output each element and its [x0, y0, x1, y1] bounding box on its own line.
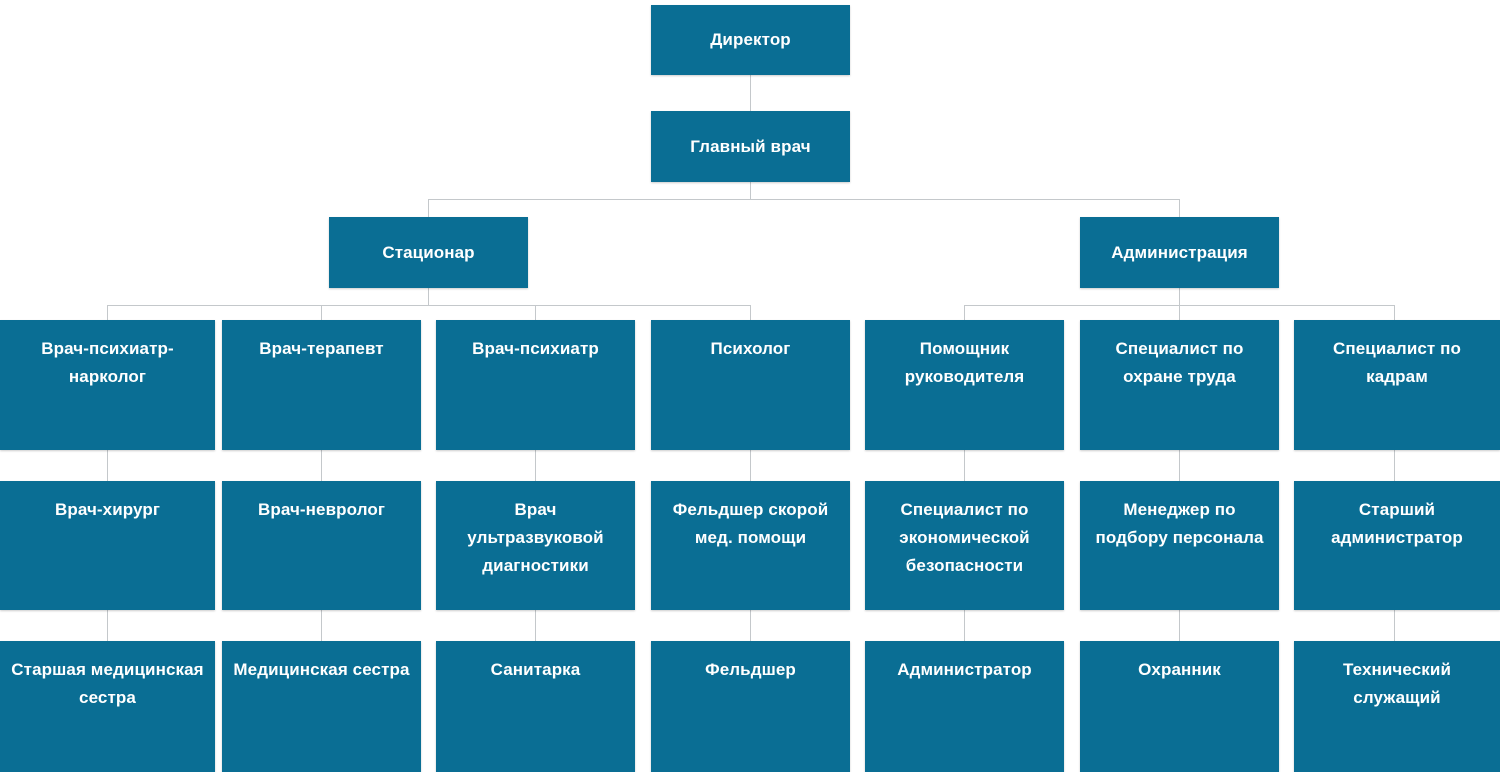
node-orderly-label: Санитарка	[490, 660, 581, 679]
connector-senior-administrator-to-technical-staff	[1394, 610, 1395, 641]
node-labor-safety-specialist[interactable]: Специалист по охране труда	[1080, 320, 1279, 450]
connector-psychologist-to-emergency-paramedic	[750, 450, 751, 481]
connector-hospital-bus	[107, 305, 751, 306]
node-administration[interactable]: Администрация	[1080, 217, 1279, 288]
connector-hospital-to-psychiatrist-narcologist	[107, 305, 108, 320]
node-paramedic-label: Фельдшер	[705, 660, 796, 679]
connector-psychiatrist-to-ultrasound	[535, 450, 536, 481]
node-recruitment-manager[interactable]: Менеджер по подбору персонала	[1080, 481, 1279, 610]
node-surgeon[interactable]: Врач-хирург	[0, 481, 215, 610]
node-psychiatrist[interactable]: Врач-психиатр	[436, 320, 635, 450]
node-therapist[interactable]: Врач-терапевт	[222, 320, 421, 450]
connector-bus-to-hospital	[428, 199, 429, 217]
connector-hr-specialist-to-senior-administrator	[1394, 450, 1395, 481]
node-hr-specialist-label: Специалист по кадрам	[1332, 339, 1462, 386]
node-assistant-manager-label: Помощник руководителя	[904, 339, 1025, 386]
node-technical-staff-label: Технический служащий	[1342, 660, 1451, 707]
node-senior-administrator[interactable]: Старший администратор	[1294, 481, 1500, 610]
node-economic-security-specialist-label: Специалист по экономической безопасности	[899, 500, 1030, 575]
node-director-label: Директор	[710, 30, 791, 49]
node-head-nurse[interactable]: Старшая медицинская сестра	[0, 641, 215, 772]
connector-hospital-to-psychiatrist	[535, 305, 536, 320]
node-emergency-paramedic-label: Фельдшер скорой мед. помощи	[672, 500, 829, 547]
node-psychologist-label: Психолог	[710, 339, 791, 358]
node-orderly[interactable]: Санитарка	[436, 641, 635, 772]
connector-administration-stem	[1179, 288, 1180, 306]
connector-ultrasound-to-orderly	[535, 610, 536, 641]
connector-labor-safety-to-recruitment-manager	[1179, 450, 1180, 481]
node-emergency-paramedic[interactable]: Фельдшер скорой мед. помощи	[651, 481, 850, 610]
node-hr-specialist[interactable]: Специалист по кадрам	[1294, 320, 1500, 450]
connector-hospital-to-therapist	[321, 305, 322, 320]
node-assistant-manager[interactable]: Помощник руководителя	[865, 320, 1064, 450]
node-administrator[interactable]: Администратор	[865, 641, 1064, 772]
node-therapist-label: Врач-терапевт	[259, 339, 384, 358]
node-senior-administrator-label: Старший администратор	[1331, 500, 1463, 547]
connector-chief-doctor-stem	[750, 182, 751, 200]
node-recruitment-manager-label: Менеджер по подбору персонала	[1095, 500, 1264, 547]
node-nurse-label: Медицинская сестра	[233, 660, 410, 679]
node-head-nurse-label: Старшая медицинская сестра	[11, 660, 204, 707]
node-administrator-label: Администратор	[897, 660, 1032, 679]
connector-psychiatrist-narcologist-to-surgeon	[107, 450, 108, 481]
node-economic-security-specialist[interactable]: Специалист по экономической безопасности	[865, 481, 1064, 610]
connector-bus-to-administration	[1179, 199, 1180, 217]
connector-administration-to-hr-specialist	[1394, 305, 1395, 320]
node-surgeon-label: Врач-хирург	[54, 500, 161, 519]
node-psychologist[interactable]: Психолог	[651, 320, 850, 450]
connector-hospital-stem	[428, 288, 429, 306]
connector-administration-to-labor-safety	[1179, 305, 1180, 320]
connector-director-to-chief-doctor	[750, 75, 751, 111]
connector-level3-bus	[428, 199, 1180, 200]
node-psychiatrist-narcologist-label: Врач-психиатр-нарколог	[41, 339, 174, 386]
node-nurse[interactable]: Медицинская сестра	[222, 641, 421, 772]
node-administration-label: Администрация	[1111, 242, 1248, 262]
node-chief-doctor[interactable]: Главный врач	[651, 111, 850, 182]
connector-therapist-to-neurologist	[321, 450, 322, 481]
node-hospital[interactable]: Стационар	[329, 217, 528, 288]
connector-surgeon-to-head-nurse	[107, 610, 108, 641]
connector-hospital-to-psychologist	[750, 305, 751, 320]
node-neurologist-label: Врач-невролог	[257, 500, 386, 519]
node-security-guard-label: Охранник	[1138, 660, 1221, 679]
node-hospital-label: Стационар	[382, 242, 475, 262]
node-psychiatrist-narcologist[interactable]: Врач-психиатр-нарколог	[0, 320, 215, 450]
node-director[interactable]: Директор	[651, 5, 850, 75]
node-neurologist[interactable]: Врач-невролог	[222, 481, 421, 610]
node-security-guard[interactable]: Охранник	[1080, 641, 1279, 772]
connector-emergency-paramedic-to-paramedic	[750, 610, 751, 641]
node-labor-safety-specialist-label: Специалист по охране труда	[1115, 339, 1244, 386]
node-paramedic[interactable]: Фельдшер	[651, 641, 850, 772]
connector-administration-to-assistant-manager	[964, 305, 965, 320]
node-ultrasound-doctor[interactable]: Врач ультразвуковой диагностики	[436, 481, 635, 610]
connector-assistant-manager-to-economic-security	[964, 450, 965, 481]
node-technical-staff[interactable]: Технический служащий	[1294, 641, 1500, 772]
connector-neurologist-to-nurse	[321, 610, 322, 641]
connector-recruitment-manager-to-security-guard	[1179, 610, 1180, 641]
node-chief-doctor-label: Главный врач	[690, 136, 811, 156]
node-psychiatrist-label: Врач-психиатр	[472, 339, 599, 358]
node-ultrasound-doctor-label: Врач ультразвуковой диагностики	[467, 500, 604, 575]
connector-economic-security-to-administrator	[964, 610, 965, 641]
